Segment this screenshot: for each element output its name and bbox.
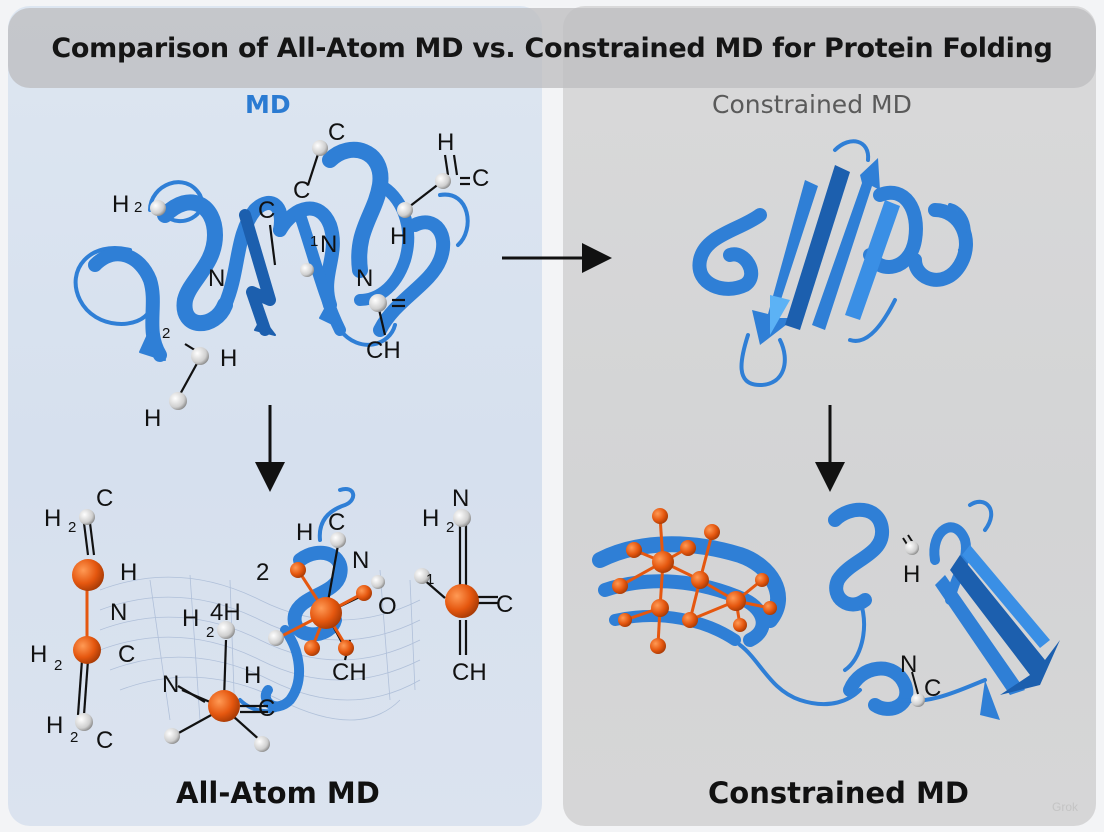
atom-labels-md: C H C H C C N H N N CH H H 2 1 2: [112, 119, 489, 432]
svg-text:H: H: [182, 605, 199, 632]
svg-text:H: H: [220, 345, 237, 372]
svg-text:C: C: [924, 675, 941, 702]
svg-text:1: 1: [310, 233, 318, 250]
protein-ribbon-constrained: [692, 139, 973, 387]
svg-text:H: H: [390, 223, 407, 250]
arrows: [255, 243, 845, 492]
svg-text:C: C: [96, 727, 113, 754]
svg-text:C: C: [472, 165, 489, 192]
atom-spheres-all-atom: [72, 509, 479, 752]
svg-text:4H: 4H: [210, 599, 241, 626]
title-banner: Comparison of All-Atom MD vs. Constraine…: [8, 8, 1096, 88]
constrained-md-top-label: Constrained MD: [712, 90, 912, 119]
svg-text:1: 1: [426, 571, 434, 588]
svg-text:N: N: [110, 599, 127, 626]
svg-text:CH: CH: [366, 337, 401, 364]
svg-text:2: 2: [446, 519, 454, 536]
svg-text:C: C: [258, 695, 275, 722]
svg-text:O: O: [378, 593, 397, 620]
svg-text:H: H: [120, 559, 137, 586]
svg-text:N: N: [320, 231, 337, 258]
md-label: MD: [245, 90, 291, 119]
svg-text:C: C: [293, 177, 310, 204]
svg-text:2: 2: [162, 325, 170, 342]
svg-text:C: C: [96, 485, 113, 512]
svg-text:CH: CH: [332, 659, 367, 686]
protein-ribbon-md: [73, 141, 470, 362]
svg-text:H: H: [112, 191, 129, 218]
svg-text:H: H: [30, 641, 47, 668]
svg-text:H: H: [903, 561, 920, 588]
svg-text:2: 2: [54, 657, 62, 674]
svg-text:N: N: [900, 651, 917, 678]
page-title: Comparison of All-Atom MD vs. Constraine…: [51, 32, 1053, 64]
atom-labels-all-atom: C H H N H C H C 4H H N C H H C N O CH N …: [30, 485, 513, 754]
svg-text:N: N: [162, 671, 179, 698]
svg-text:H: H: [144, 405, 161, 432]
svg-text:2: 2: [206, 624, 214, 641]
atom-labels-constrained: H N C: [900, 534, 941, 707]
svg-text:C: C: [328, 119, 345, 146]
solvent-mesh: [99, 569, 421, 721]
all-atom-md-label: All-Atom MD: [176, 776, 380, 810]
cluster-atoms-constrained: [612, 508, 777, 654]
svg-text:CH: CH: [452, 659, 487, 686]
svg-text:H: H: [296, 519, 313, 546]
svg-text:H: H: [244, 662, 261, 689]
svg-text:C: C: [496, 591, 513, 618]
svg-text:2: 2: [68, 519, 76, 536]
constrained-md-bottom-label: Constrained MD: [708, 776, 969, 810]
svg-text:2: 2: [134, 199, 142, 216]
atom-spheres-md: [150, 140, 451, 410]
svg-text:N: N: [208, 265, 225, 292]
svg-text:N: N: [356, 265, 373, 292]
beta-sheet-constrained-result: [935, 545, 1060, 720]
svg-text:H: H: [46, 712, 63, 739]
watermark: Grok: [1052, 800, 1079, 814]
svg-text:H: H: [422, 505, 439, 532]
all-atom-panel: [8, 6, 542, 826]
svg-text:H: H: [437, 129, 454, 156]
svg-text:C: C: [118, 641, 135, 668]
svg-text:H: H: [44, 505, 61, 532]
svg-text:N: N: [352, 547, 369, 574]
beta-strands-constrained: [752, 158, 900, 345]
svg-text:N: N: [452, 485, 469, 512]
svg-text:2: 2: [70, 729, 78, 746]
svg-text:C: C: [328, 509, 345, 536]
svg-text:2: 2: [256, 559, 269, 586]
svg-text:C: C: [258, 197, 275, 224]
